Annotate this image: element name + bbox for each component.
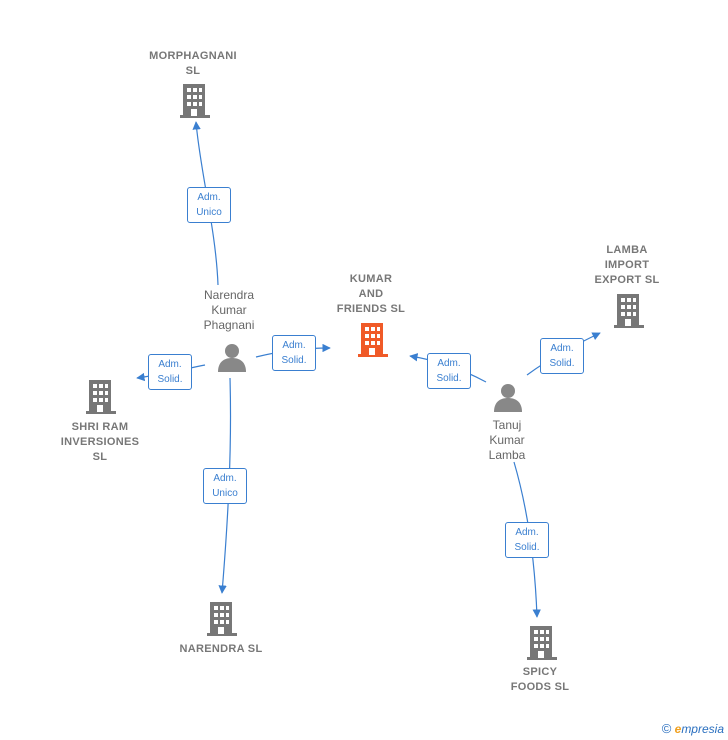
building-icon-shriram — [86, 380, 116, 414]
company-label-lamba-import-export[interactable]: LAMBA IMPORT EXPORT SL — [594, 244, 660, 286]
role-badge-narendra-morphagnani: Adm. Unico — [187, 187, 231, 223]
role-badge-narendra-shriram: Adm. Solid. — [148, 354, 192, 390]
building-icon-lamba — [614, 294, 644, 328]
role-badge-narendra-kumar: Adm. Solid. — [272, 335, 316, 371]
company-label-kumar-and-friends[interactable]: KUMAR AND FRIENDS SL — [336, 273, 406, 315]
building-icon-spicy — [527, 626, 557, 660]
empresia-credit[interactable]: © empresia — [662, 721, 724, 736]
person-icon-narendra — [218, 344, 246, 372]
role-badge-tanuj-kumar: Adm. Solid. — [427, 353, 471, 389]
building-icon-kumar — [358, 323, 388, 357]
person-label-narendra[interactable]: Narendra Kumar Phagnani — [203, 288, 255, 332]
role-badge-narendra-narendrasl: Adm. Unico — [203, 468, 247, 504]
brand-name: mpresia — [681, 722, 724, 736]
brand-initial: e — [674, 722, 682, 736]
role-badge-tanuj-lamba: Adm. Solid. — [540, 338, 584, 374]
role-badge-tanuj-spicy: Adm. Solid. — [505, 522, 549, 558]
building-icon-narendrasl — [207, 602, 237, 636]
company-label-spicy-foods[interactable]: SPICY FOODS SL — [510, 666, 570, 693]
person-icon-tanuj — [494, 384, 522, 412]
building-icon-morphagnani — [180, 84, 210, 118]
copyright-icon: © — [661, 721, 672, 736]
company-label-shri-ram[interactable]: SHRI RAM INVERSIONES SL — [60, 421, 140, 463]
company-label-morphagnani[interactable]: MORPHAGNANI SL — [149, 50, 237, 77]
person-label-tanuj[interactable]: Tanuj Kumar Lamba — [488, 418, 526, 462]
company-label-narendra-sl[interactable]: NARENDRA SL — [179, 643, 263, 655]
